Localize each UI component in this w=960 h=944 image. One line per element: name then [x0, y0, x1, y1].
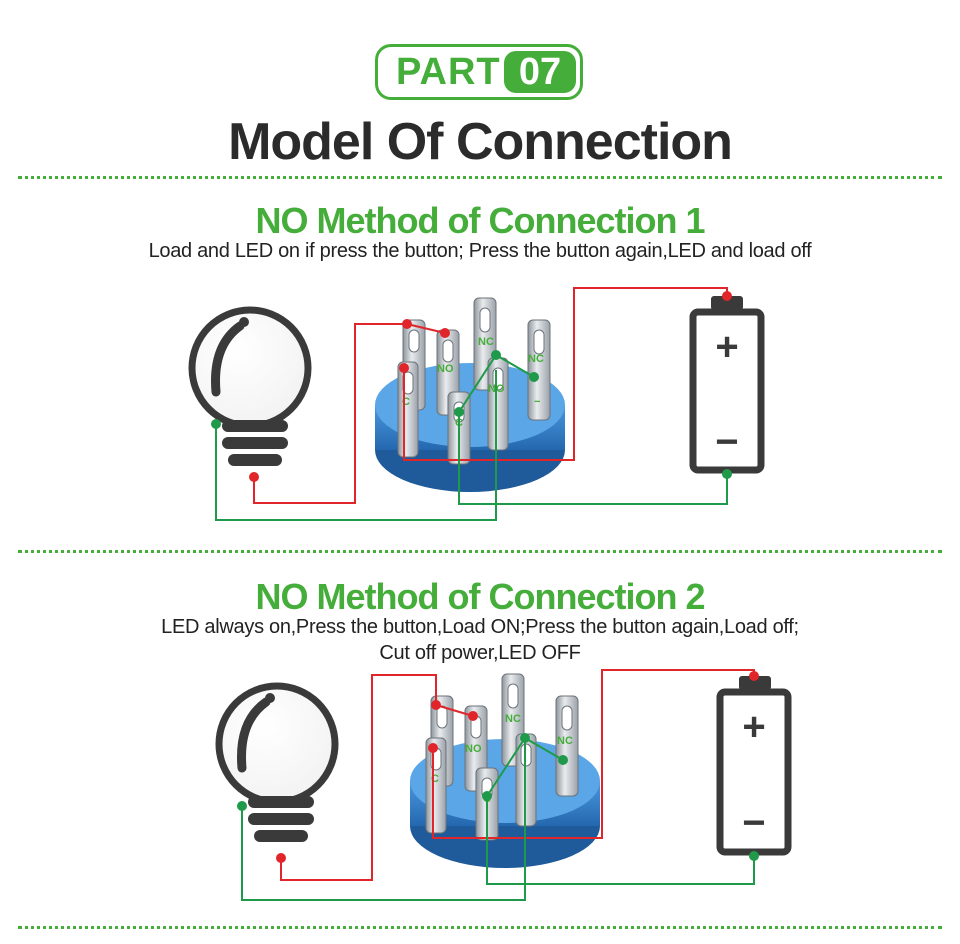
wires-1: [215, 287, 728, 521]
pin-c-label: C: [402, 396, 410, 408]
divider-bottom: [18, 926, 942, 929]
wire-terminals-2: [237, 671, 759, 863]
bulb-icon: [215, 682, 339, 842]
wire-terminals-1: [211, 291, 732, 482]
divider-middle: [18, 550, 942, 553]
section2-title: NO Method of Connection 2: [255, 576, 706, 617]
divider-top: [18, 176, 942, 179]
pin-no-label: NO: [465, 743, 482, 755]
bulb-icon: [188, 306, 312, 466]
section1-description: Load and LED on if press the button; Pre…: [148, 240, 812, 262]
pin-c-label: C: [431, 773, 439, 785]
pin-nc-label: NC: [505, 713, 521, 725]
pin-nc-label-2: NC: [528, 353, 544, 365]
battery-minus-label: −: [742, 801, 765, 845]
badge-part-label: PART: [396, 51, 501, 93]
battery-plus-label: +: [742, 705, 765, 749]
part-badge: PART 07: [375, 44, 583, 100]
page-title: Model Of Connection: [228, 113, 733, 171]
pin-nc-label-2: NC: [557, 735, 573, 747]
switch-icon: NO NC NC C C: [410, 673, 600, 868]
battery-icon: + −: [716, 676, 792, 856]
battery-plus-label: +: [715, 325, 738, 369]
diagram-2: NO NC NC C C + −: [215, 669, 792, 901]
pin-nc-label: NC: [478, 336, 494, 348]
section1-title: NO Method of Connection 1: [255, 200, 706, 241]
pin-no-label: NO: [437, 363, 454, 375]
section2-description-line2: Cut off power,LED OFF: [379, 642, 581, 664]
battery-icon: + −: [689, 296, 765, 474]
pin-minus-label: −: [534, 396, 540, 408]
diagram-1: NO NC NO NC C C − + −: [188, 287, 765, 521]
battery-minus-label: −: [715, 420, 738, 464]
section2-description-line1: LED always on,Press the button,Load ON;P…: [161, 616, 799, 638]
badge-part-number: 07: [504, 51, 576, 93]
